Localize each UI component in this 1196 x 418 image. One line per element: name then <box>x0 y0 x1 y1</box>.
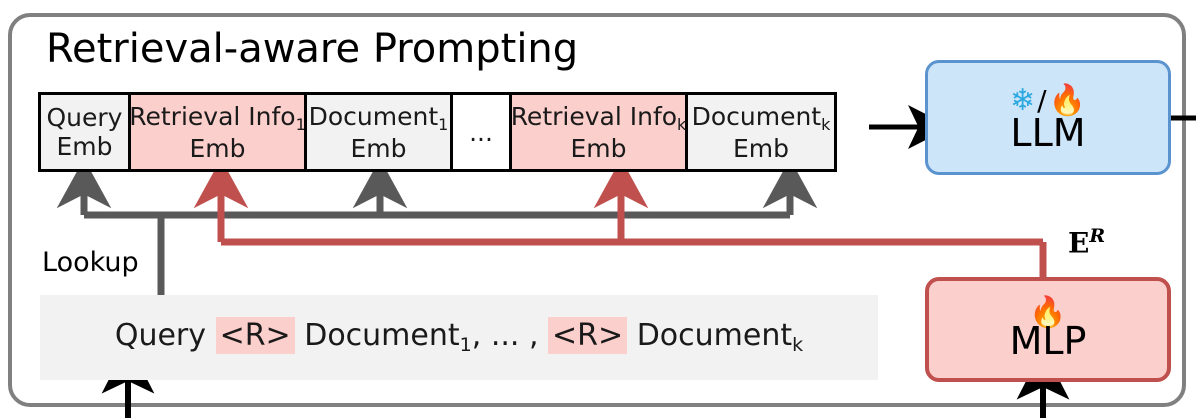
llm-block[interactable]: ❄ / 🔥 LLM <box>925 60 1171 175</box>
fire-icon: 🔥 <box>1048 82 1086 118</box>
token-cell-title: ... <box>469 117 493 147</box>
retrieval-embedding-label: ER <box>1068 225 1105 259</box>
token-cell-subtitle: Emb <box>732 133 790 163</box>
token-cell-index: k <box>821 114 831 134</box>
llm-label: LLM <box>1010 110 1086 155</box>
prompt-segment: Documentk <box>627 318 804 357</box>
token-cell-subtitle: Emb <box>56 132 113 161</box>
mlp-state-icons: 🔥 <box>1029 297 1066 328</box>
slash-separator: / <box>1037 83 1047 117</box>
token-cell-title: Retrieval Infok <box>510 101 687 134</box>
token-cell-subtitle: Emb <box>570 133 627 163</box>
prompt-segment-index: k <box>792 334 804 356</box>
retrieval-token: <R> <box>215 317 295 354</box>
llm-state-icons: ❄ / 🔥 <box>1010 84 1086 118</box>
er-superscript: R <box>1089 225 1106 247</box>
token-cell: ... <box>453 95 512 169</box>
fire-icon: 🔥 <box>1029 294 1067 330</box>
prompt-segment: Query <box>114 318 216 353</box>
mlp-label: MLP <box>1009 318 1087 363</box>
retrieval-token: <R> <box>548 317 628 354</box>
prompt-segment: Document1 <box>294 318 472 357</box>
token-cell-title: Query <box>46 103 123 132</box>
prompt-segment: , ... , <box>471 318 549 353</box>
token-cell-subtitle: Emb <box>350 133 407 163</box>
page-title: Retrieval-aware Prompting <box>46 26 579 72</box>
snowflake-icon: ❄ <box>1010 82 1036 118</box>
token-cell-title: Retrieval Info1 <box>129 101 306 134</box>
prompt-text: Query <R> Document1, ... , <R> Documentk <box>114 317 804 357</box>
token-cell-index: k <box>677 114 687 134</box>
prompt-text-box: Query <R> Document1, ... , <R> Documentk <box>40 295 878 380</box>
token-cell-title: Documentk <box>691 101 831 134</box>
lookup-label: Lookup <box>42 247 139 278</box>
token-cell-title: Document1 <box>308 101 449 134</box>
mlp-block[interactable]: 🔥 MLP <box>925 277 1171 382</box>
token-cell-index: 1 <box>438 114 449 134</box>
prompt-segment-index: 1 <box>459 334 472 356</box>
panel-frame <box>8 13 1186 407</box>
token-cell-subtitle: Emb <box>189 133 246 163</box>
er-base: E <box>1068 226 1090 260</box>
token-cell-index: 1 <box>295 114 306 134</box>
